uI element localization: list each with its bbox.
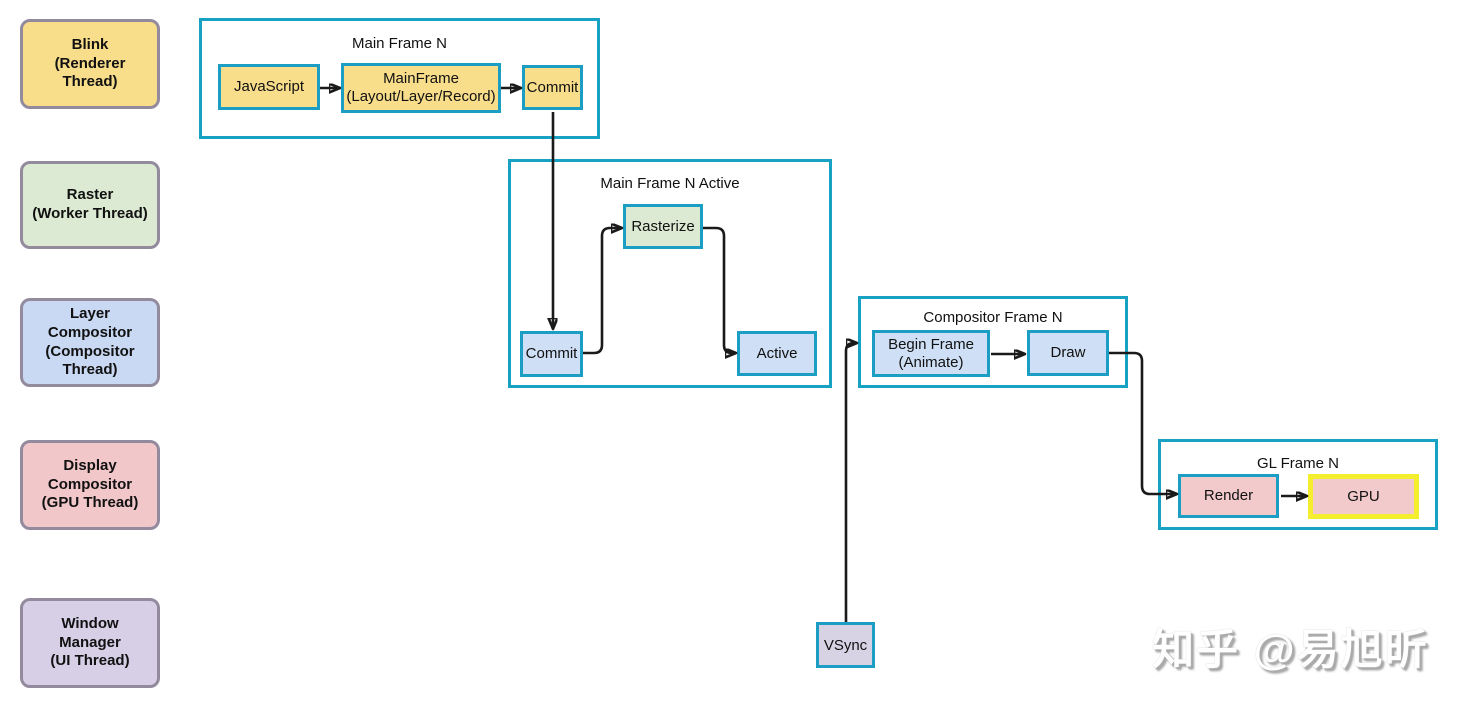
thread-sublabel: (Worker Thread) [32,205,148,222]
node-vsync: VSync [816,622,875,668]
thread-box-blink: Blink (Renderer Thread) [20,19,160,109]
container-gl-frame: GL Frame N Render GPU [1158,439,1438,530]
thread-sublabel: (Compositor Thread) [45,342,135,379]
node-render: Render [1178,474,1279,518]
container-title-compositor-frame: Compositor Frame N [923,309,1063,326]
thread-name: Blink [71,35,109,53]
node-draw: Draw [1027,330,1109,376]
node-commit-main: Commit [522,65,583,110]
thread-name: Window Manager [59,614,121,651]
watermark: 知乎 @易旭昕 [1152,626,1429,673]
thread-box-display-compositor: Display Compositor (GPU Thread) [20,440,160,530]
thread-box-window-manager: Window Manager (UI Thread) [20,598,160,688]
thread-box-raster: Raster (Worker Thread) [20,161,160,249]
container-compositor-frame: Compositor Frame N Begin Frame (Animate)… [858,296,1128,388]
thread-name: Raster [66,186,114,204]
arrow-vsync-to-compositor [844,343,855,622]
node-javascript: JavaScript [218,64,320,110]
thread-name: Display Compositor [47,456,133,493]
thread-sublabel: (GPU Thread) [41,494,139,512]
thread-name: Layer Compositor [47,305,133,341]
node-active: Active [737,331,817,376]
node-commit-active: Commit [520,331,583,377]
container-title-gl-frame: GL Frame N [1257,455,1339,472]
container-main-frame-active: Main Frame N Active Rasterize Commit Act… [508,159,832,388]
thread-box-layer-compositor: Layer Compositor (Compositor Thread) [20,298,160,387]
thread-sublabel: (Renderer Thread) [54,54,126,91]
node-mainframe: MainFrame (Layout/Layer/Record) [341,63,501,113]
node-gpu: GPU [1308,474,1419,519]
container-main-frame: Main Frame N JavaScript MainFrame (Layou… [199,18,600,139]
container-title-main-frame: Main Frame N [351,35,448,52]
node-rasterize: Rasterize [623,204,703,249]
node-begin-frame: Begin Frame (Animate) [872,330,990,377]
container-title-main-frame-active: Main Frame N Active [600,175,740,192]
thread-sublabel: (UI Thread) [50,652,130,670]
